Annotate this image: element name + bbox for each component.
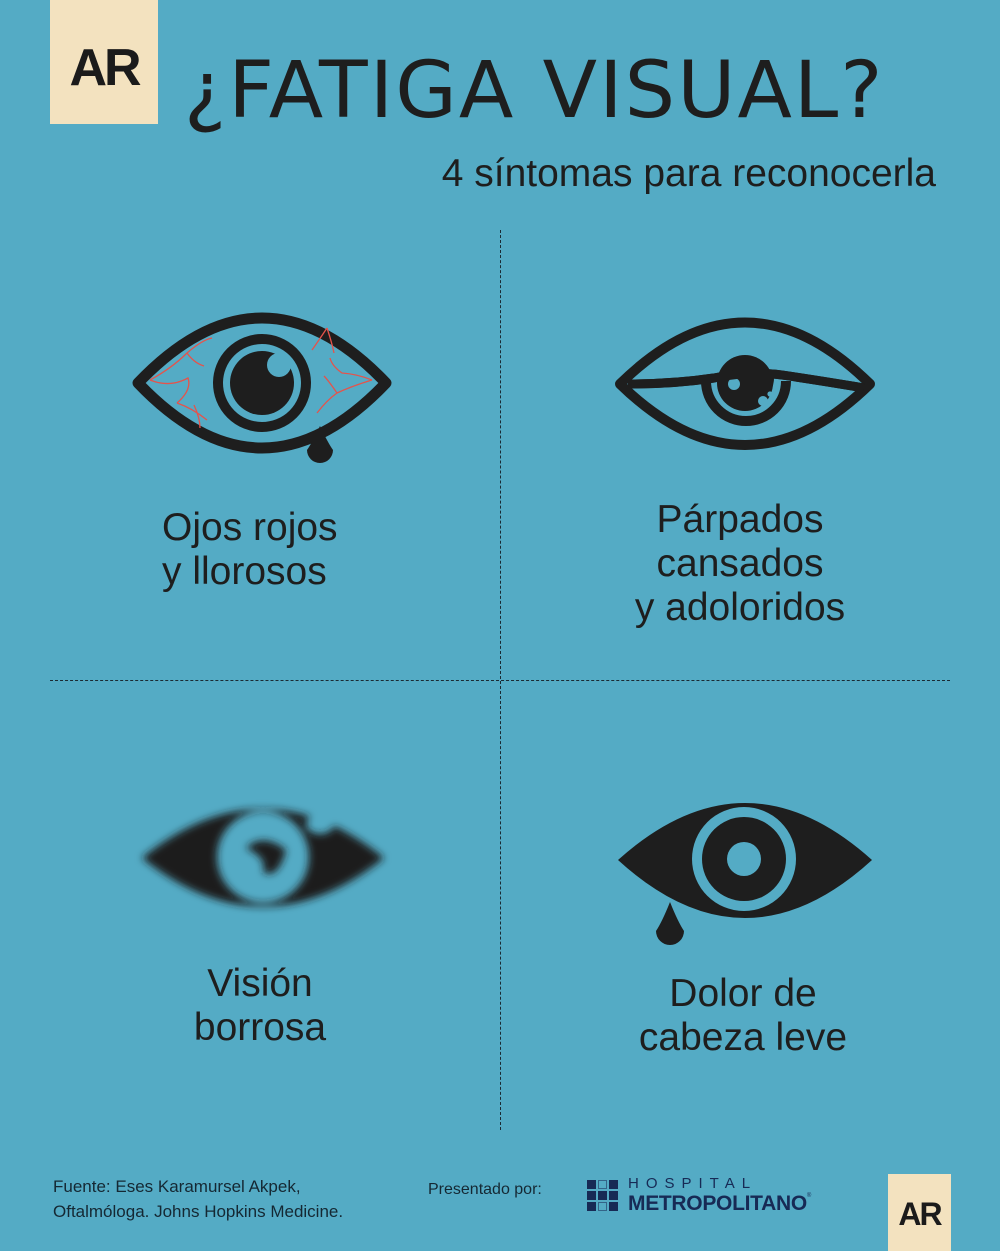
source-credit: Fuente: Eses Karamursel Akpek, Oftalmólo…	[53, 1174, 343, 1224]
hospital-grid-icon	[587, 1179, 618, 1211]
page-title: ¿FATIGA VISUAL?	[184, 46, 885, 136]
teary-eye-icon	[618, 803, 872, 946]
ar-logo-text: AR	[898, 1196, 942, 1232]
source-line-1: Fuente: Eses Karamursel Akpek,	[53, 1177, 301, 1196]
hospital-name-text: METROPOLITANO	[628, 1192, 807, 1215]
symptom-label-eyelids: Párpados cansados y adoloridos	[634, 498, 846, 629]
horizontal-divider	[50, 680, 950, 681]
ar-logo-text: AR	[69, 39, 141, 97]
ar-logo-bottom: AR	[888, 1174, 951, 1251]
ar-logo-top: AR	[50, 0, 158, 124]
source-line-2: Oftalmóloga. Johns Hopkins Medicine.	[53, 1202, 344, 1221]
red-watery-eye-icon	[132, 312, 392, 463]
hospital-metropolitano-logo: HOSPITAL METROPOLITANO®	[587, 1176, 811, 1214]
page-subtitle: 4 síntomas para reconocerla	[441, 152, 936, 195]
symptom-label-headache: Dolor de cabeza leve	[638, 972, 848, 1059]
registered-mark: ®	[806, 1193, 811, 1199]
drooping-eyelid-icon	[615, 317, 875, 450]
presented-by-label: Presentado por:	[428, 1181, 542, 1198]
symptom-label-red-eyes: Ojos rojos y llorosos	[162, 506, 338, 593]
symptom-label-blurry-vision: Visión borrosa	[193, 962, 327, 1049]
blurry-eye-icon	[142, 809, 384, 907]
hospital-name-line1: HOSPITAL	[628, 1175, 758, 1192]
hospital-name-line2: METROPOLITANO®	[628, 1193, 811, 1214]
